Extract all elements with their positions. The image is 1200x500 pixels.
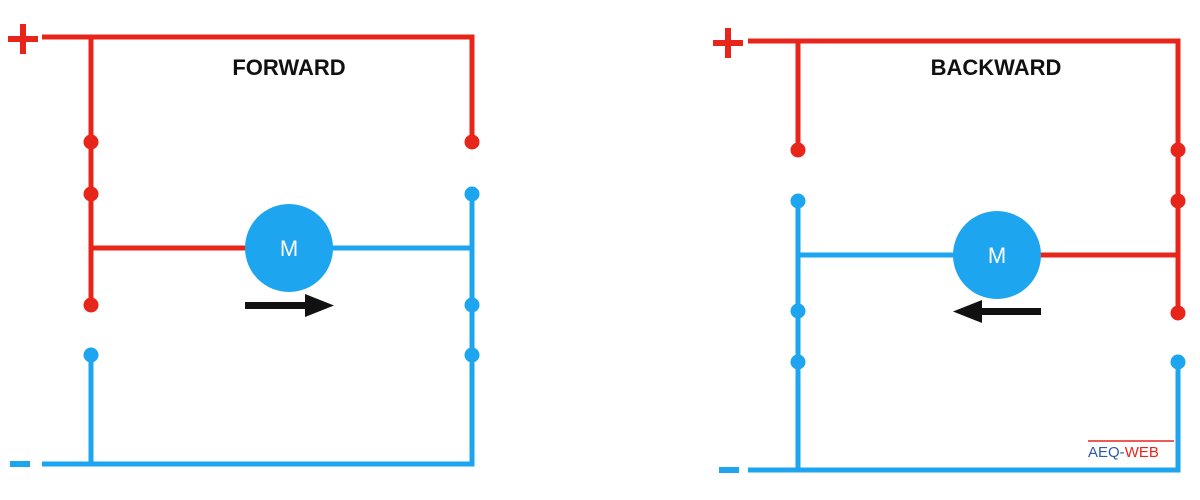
backward-title: BACKWARD: [931, 55, 1062, 80]
contact-dot: [790, 303, 806, 319]
backward-positive-wiring: [748, 38, 1181, 313]
contact-dot: [464, 186, 480, 202]
contact-dot: [464, 134, 480, 150]
aeq-web-logo: AEQ-WEB: [1088, 440, 1174, 461]
backward-diagram: BACKWARD + -: [713, 28, 1186, 473]
logo-left-text: AEQ-: [1088, 444, 1125, 461]
forward-motor-label: M: [280, 236, 298, 261]
backward-motor-label: M: [988, 243, 1006, 268]
contact-dot: [464, 347, 480, 363]
contact-dot: [1170, 305, 1186, 321]
forward-plus-sign: [8, 24, 38, 54]
contact-dot: [83, 297, 99, 313]
logo-right-text: WEB: [1125, 444, 1159, 461]
forward-title: FORWARD: [232, 55, 345, 80]
backward-contacts: [790, 142, 1186, 370]
contact-dot: [1170, 142, 1186, 158]
forward-diagram: FORWARD + -: [8, 24, 480, 467]
backward-plus-sign: [713, 28, 743, 58]
motor-icon: [245, 204, 333, 292]
motor-icon: [953, 211, 1041, 299]
contact-dot: [464, 297, 480, 313]
forward-motor: M: [245, 204, 333, 292]
svg-text:AEQ-WEB: AEQ-WEB: [1088, 444, 1159, 461]
backward-minus-sign: [719, 467, 739, 473]
contact-dot: [790, 142, 806, 158]
forward-positive-wiring: [42, 34, 475, 305]
contact-dot: [83, 134, 99, 150]
backward-motor: M: [953, 211, 1041, 299]
contact-dot: [1170, 354, 1186, 370]
contact-dot: [83, 347, 99, 363]
forward-negative-wiring: [42, 194, 475, 467]
backward-arrow-left-icon: [953, 300, 1041, 323]
forward-minus-sign: [10, 461, 30, 467]
forward-contacts: [83, 134, 480, 363]
contact-dot: [790, 354, 806, 370]
forward-arrow-right-icon: [245, 294, 334, 317]
contact-dot: [83, 186, 99, 202]
contact-dot: [1170, 193, 1186, 209]
contact-dot: [790, 193, 806, 209]
backward-negative-wiring: [748, 201, 1181, 473]
